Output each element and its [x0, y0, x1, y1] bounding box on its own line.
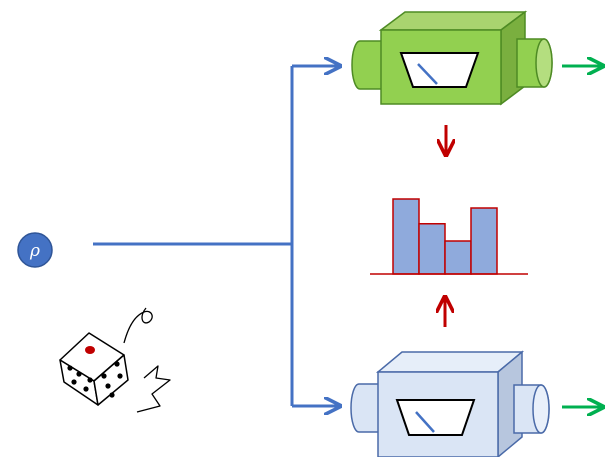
density-matrix-symbol: ρ: [29, 241, 40, 261]
dice-right-pips: [101, 361, 123, 398]
bottom-meter-top-face: [375, 351, 525, 373]
histogram-bar: [418, 223, 446, 275]
dice-icon: [59, 307, 171, 413]
top-meter-left-pipe: [351, 40, 385, 90]
outcome-histogram: [370, 198, 528, 275]
density-matrix-node: ρ: [17, 232, 53, 268]
histogram-bars: [392, 198, 498, 275]
dice-left-pips: [67, 365, 93, 392]
top-meter-dial: [399, 52, 480, 88]
histogram-bar: [444, 240, 472, 275]
top-meter-right-pipe-opening: [535, 38, 553, 88]
top-measurement-device: [351, 10, 553, 106]
histogram-bar: [392, 198, 420, 275]
bottom-meter-left-pipe: [350, 383, 384, 433]
histogram-bar: [470, 207, 498, 275]
dice-motion-curl: [123, 307, 153, 344]
density-matrix-circle: [17, 232, 53, 268]
bottom-meter-needle: [415, 411, 435, 433]
dice-red-pip: [85, 346, 95, 354]
bottom-meter-right-pipe-opening: [532, 384, 550, 434]
dice-impact-zigzag: [136, 365, 171, 413]
signal-wire: [93, 66, 340, 406]
dice-right-face: [93, 354, 129, 406]
bottom-measurement-device: [350, 350, 550, 457]
bottom-meter-dial: [395, 399, 476, 436]
top-meter-needle: [417, 63, 438, 85]
